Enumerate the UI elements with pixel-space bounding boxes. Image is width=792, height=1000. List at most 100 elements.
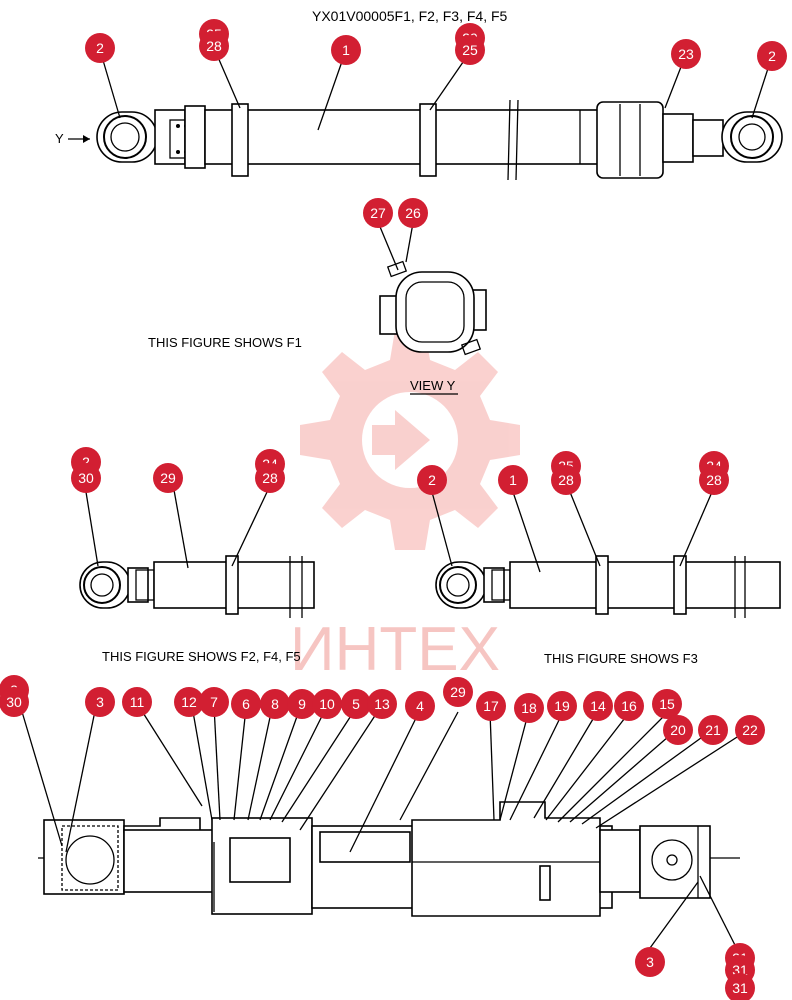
callout-label: 1 — [509, 472, 517, 488]
view-y — [377, 221, 487, 395]
callout-circle — [698, 715, 728, 745]
callout-circle — [443, 677, 473, 707]
callout-29: 29 — [443, 677, 473, 707]
callout-label: 14 — [590, 698, 606, 714]
callout-label: 6 — [242, 696, 250, 712]
caption-f1: THIS FIGURE SHOWS F1 — [148, 335, 302, 350]
callout-30: 30 — [0, 687, 29, 717]
watermark-text: ИНТЕХ — [290, 615, 500, 684]
callout-circle — [699, 465, 729, 495]
callout-circle — [547, 691, 577, 721]
diagram-title: YX01V00005F1, F2, F3, F4, F5 — [312, 8, 508, 24]
callout-label: 19 — [554, 698, 570, 714]
y-arrow-label: Y — [55, 131, 64, 146]
callout-19: 19 — [547, 691, 577, 721]
callout-8: 8 — [260, 689, 290, 719]
callout-label: 11 — [130, 694, 145, 710]
callout-label: 3 — [96, 694, 104, 710]
callout-label: 30 — [78, 470, 94, 486]
callout-28: 28 — [199, 31, 229, 61]
callout-circle — [551, 465, 581, 495]
callout-9: 9 — [287, 689, 317, 719]
callout-17: 17 — [476, 691, 506, 721]
callout-circle — [122, 687, 152, 717]
callout-label: 28 — [262, 470, 278, 486]
callout-label: 18 — [521, 700, 537, 716]
callout-label: 20 — [670, 722, 686, 738]
callout-28: 28 — [699, 465, 729, 495]
callout-circle — [260, 689, 290, 719]
callout-circle — [0, 687, 29, 717]
callout-circle — [341, 689, 371, 719]
callout-label: 28 — [706, 472, 722, 488]
callout-circle — [663, 715, 693, 745]
callout-7: 7 — [199, 687, 229, 717]
callout-circle — [455, 35, 485, 65]
callout-label: 4 — [416, 698, 424, 714]
callout-20: 20 — [663, 715, 693, 745]
callout-circle — [71, 463, 101, 493]
callout-label: 30 — [6, 694, 22, 710]
watermark-gear-icon — [300, 330, 520, 550]
cylinder-f3 — [431, 491, 781, 618]
callout-3: 3 — [85, 687, 115, 717]
callout-5: 5 — [341, 689, 371, 719]
callout-circle — [476, 691, 506, 721]
callout-2: 2 — [757, 41, 787, 71]
callout-label: 1 — [342, 42, 350, 58]
callout-circle — [199, 31, 229, 61]
callout-label: 2 — [428, 472, 436, 488]
callout-label: 7 — [210, 694, 218, 710]
callout-label: 29 — [450, 684, 466, 700]
cylinder-section — [19, 704, 749, 956]
callout-circle — [417, 465, 447, 495]
cylinder-f1: Y — [55, 47, 783, 181]
callout-circle — [498, 465, 528, 495]
callout-13: 13 — [367, 689, 397, 719]
callout-label: 22 — [742, 722, 758, 738]
callout-label: 2 — [82, 454, 90, 470]
callout-label: 10 — [319, 696, 335, 712]
caption-f3: THIS FIGURE SHOWS F3 — [544, 651, 698, 666]
callout-circle — [735, 715, 765, 745]
callout-circle — [652, 689, 682, 719]
callout-circle — [725, 973, 755, 1000]
callout-label: 23 — [678, 46, 694, 62]
callout-18: 18 — [514, 693, 544, 723]
callout-28: 28 — [551, 465, 581, 495]
callout-label: 26 — [405, 205, 421, 221]
callout-circle — [153, 463, 183, 493]
callout-label: 31 — [732, 980, 748, 996]
caption-f2: THIS FIGURE SHOWS F2, F4, F5 — [102, 649, 301, 664]
callout-27: 27 — [363, 198, 393, 228]
callout-6: 6 — [231, 689, 261, 719]
callout-circle — [174, 687, 204, 717]
callout-15: 15 — [652, 689, 682, 719]
cylinder-f2 — [79, 489, 315, 618]
callout-1: 1 — [331, 35, 361, 65]
callout-circle — [398, 198, 428, 228]
callout-label: 25 — [462, 42, 478, 58]
callout-label: 21 — [705, 722, 721, 738]
callout-label: 12 — [181, 694, 197, 710]
callout-29: 29 — [153, 463, 183, 493]
callout-16: 16 — [614, 691, 644, 721]
callout-4: 4 — [405, 691, 435, 721]
callout-markers: 2252812925232272623029242821252824282303… — [0, 19, 787, 1000]
callout-circle — [199, 687, 229, 717]
callout-circle — [85, 33, 115, 63]
callout-label: 5 — [352, 696, 360, 712]
callout-10: 10 — [312, 689, 342, 719]
callout-14: 14 — [583, 691, 613, 721]
caption-view-y: VIEW Y — [410, 378, 456, 393]
callout-label: 13 — [374, 696, 390, 712]
callout-3: 3 — [635, 947, 665, 977]
callout-label: 3 — [646, 954, 654, 970]
callout-2: 2 — [417, 465, 447, 495]
callout-circle — [85, 687, 115, 717]
callout-circle — [635, 947, 665, 977]
callout-circle — [255, 463, 285, 493]
callout-21: 21 — [698, 715, 728, 745]
callout-label: 2 — [768, 48, 776, 64]
